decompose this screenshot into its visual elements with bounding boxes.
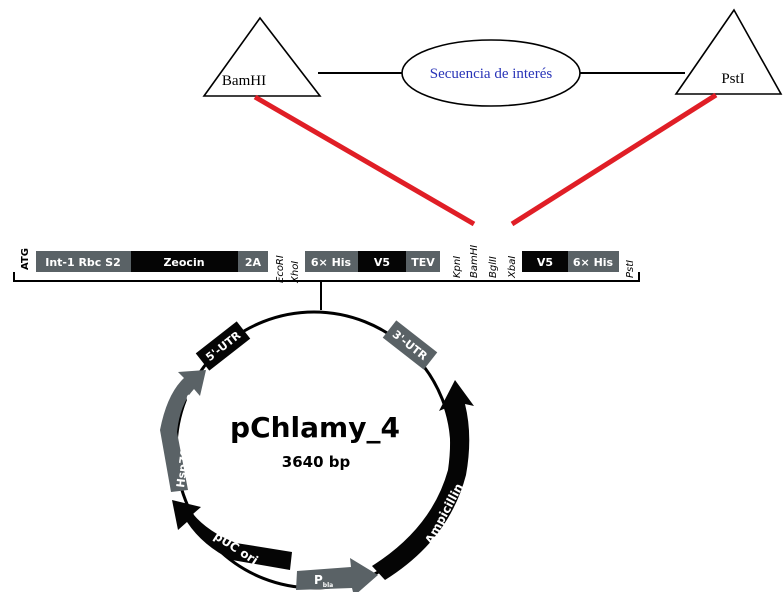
segment-v5-1 <box>358 251 406 272</box>
bamhi-site-label: BamHI <box>222 73 266 89</box>
connector-psti <box>510 92 718 227</box>
cassette-bar: ATG Int-1 Rbc S2 Zeocin 2A EcoRI XhoI 6×… <box>13 245 641 284</box>
psti-site-label: PstI <box>721 71 744 87</box>
segment-int1-rbcs2-label: Int-1 Rbc S2 <box>45 256 121 269</box>
utr3-feature: 3'-UTR <box>382 320 438 370</box>
plasmid-circle-group: 5'-UTR 3'-UTR Hsp70A-Rbc S2 pUC ori Pbla… <box>160 310 474 592</box>
plasmid-size: 3640 bp <box>282 453 351 471</box>
bglii-label: BglII <box>488 256 499 278</box>
bamhi-mcs-label: BamHI <box>469 245 480 278</box>
puc-ori-arrow <box>172 500 292 570</box>
segment-6xhis-2 <box>568 251 619 272</box>
connector-bamhi <box>253 94 476 227</box>
segment-6xhis-1 <box>305 251 358 272</box>
segment-v5-2 <box>522 251 568 272</box>
segment-2a <box>238 251 268 272</box>
segment-zeocin-label: Zeocin <box>163 256 204 269</box>
utr5-feature: 5'-UTR <box>195 321 251 371</box>
psti-triangle <box>674 8 783 95</box>
xbai-label: XbaI <box>507 256 518 279</box>
plasmid-name: pChlamy_4 <box>230 411 400 444</box>
segment-v5-2-label: V5 <box>537 256 553 269</box>
ampicillin-arrow <box>372 380 474 580</box>
insert-sequence-label: Secuencia de interés <box>430 66 553 82</box>
kpni-label: KpnI <box>452 256 463 278</box>
pbla-label: Pbla <box>314 573 333 589</box>
segment-int1-rbcs2 <box>36 251 131 272</box>
segment-6xhis-1-label: 6× His <box>311 256 352 269</box>
segment-2a-label: 2A <box>245 256 262 269</box>
atg-label: ATG <box>20 248 31 270</box>
psti-mcs-label: PstI <box>625 260 636 278</box>
segment-v5-1-label: V5 <box>374 256 390 269</box>
insert-ellipse <box>401 39 581 107</box>
bamhi-triangle <box>202 16 322 97</box>
segment-tev <box>406 251 440 272</box>
segment-6xhis-2-label: 6× His <box>573 256 614 269</box>
insert-construct: BamHI PstI Secuencia de interés <box>202 8 783 107</box>
ecori-label: EcoRI <box>275 255 286 283</box>
pbla-arrow <box>296 558 378 592</box>
segment-zeocin <box>131 251 238 272</box>
xhoi-label: XhoI <box>290 261 301 284</box>
hsp70a-rbcs2-arrow <box>160 370 206 492</box>
segment-tev-label: TEV <box>411 256 435 269</box>
